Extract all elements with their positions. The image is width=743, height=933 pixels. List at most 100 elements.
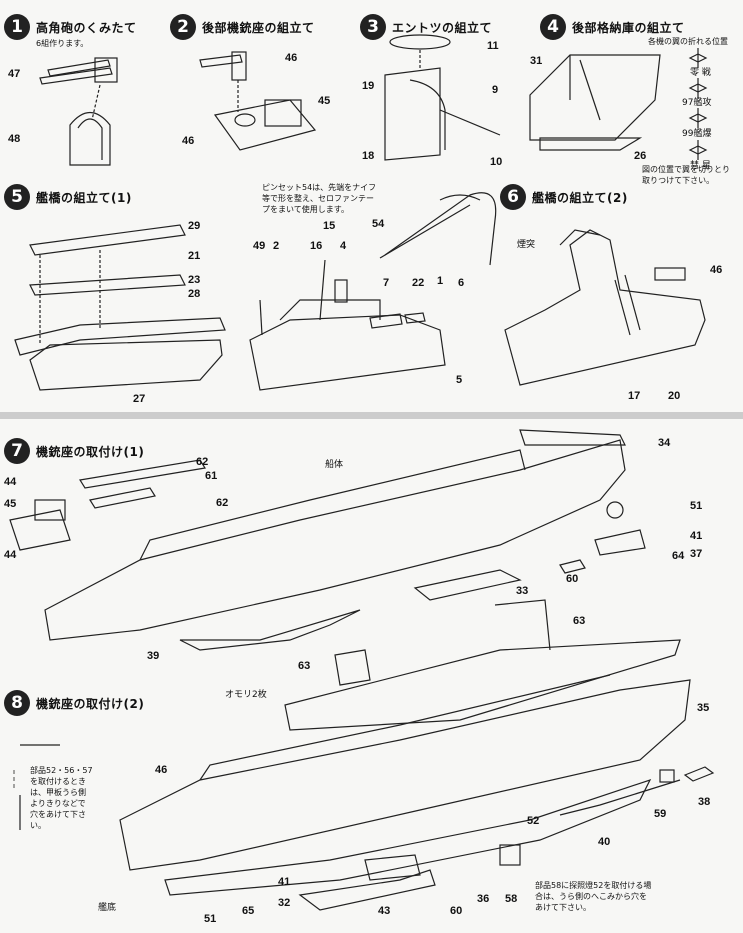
part-number: 35 bbox=[697, 702, 710, 714]
part-number: 44 bbox=[4, 549, 17, 561]
step-title: 機銃座の取付け(2) bbox=[36, 696, 145, 711]
step-number-badge: 7 bbox=[4, 438, 30, 464]
bridge-parts-drawing bbox=[14, 224, 226, 391]
wing-fold-heading: 各機の翼の折れる位置 bbox=[648, 37, 728, 46]
step-number-badge: 4 bbox=[540, 14, 566, 40]
part-number: 18 bbox=[362, 150, 375, 162]
step-title: 艦橋の組立て(1) bbox=[36, 190, 132, 205]
part-number: 2 bbox=[273, 240, 280, 252]
tweezers-hand-drawing bbox=[379, 192, 497, 266]
part-number: 51 bbox=[204, 913, 217, 925]
part-number: 46 bbox=[285, 52, 298, 64]
step-title: 後部機銃座の組立て bbox=[202, 20, 315, 35]
part-number: 37 bbox=[690, 548, 703, 560]
part-number: 51 bbox=[690, 500, 703, 512]
step-title: 艦橋の組立て(2) bbox=[532, 190, 628, 205]
hull-label: 船体 bbox=[325, 460, 344, 470]
step-title: 機銃座の取付け(1) bbox=[36, 444, 145, 459]
hull-drawing bbox=[9, 429, 646, 651]
bottom-label: 艦底 bbox=[98, 903, 117, 913]
part-number: 26 bbox=[634, 150, 647, 162]
part-number: 19 bbox=[362, 80, 375, 92]
part-number: 27 bbox=[133, 393, 146, 405]
step-title: エントツの組立て bbox=[392, 20, 493, 35]
step-number-badge: 1 bbox=[4, 14, 30, 40]
part-number: 58 bbox=[505, 893, 518, 905]
part-number: 1 bbox=[437, 275, 444, 287]
rear-mg-drawing bbox=[199, 51, 317, 151]
part-number: 48 bbox=[8, 133, 21, 145]
funnel-drawing bbox=[384, 34, 501, 161]
plane-label: 99艦爆 bbox=[682, 129, 712, 139]
part-number: 11 bbox=[487, 40, 499, 52]
part-number: 34 bbox=[658, 437, 671, 449]
part-number: 36 bbox=[477, 893, 490, 905]
step-8-header: 8 機銃座の取付け(2) bbox=[4, 690, 144, 716]
step-5-header: 5 艦橋の組立て(1) bbox=[4, 184, 132, 210]
part-number: 46 bbox=[182, 135, 195, 147]
part-number: 64 bbox=[672, 550, 685, 562]
part-number: 40 bbox=[598, 836, 611, 848]
part-number: 41 bbox=[690, 530, 703, 542]
step-number-badge: 3 bbox=[360, 14, 386, 40]
flight-deck-drawing bbox=[19, 599, 715, 911]
part-number: 47 bbox=[8, 68, 21, 80]
part-number: 21 bbox=[188, 250, 201, 262]
aa-gun-drawing bbox=[39, 57, 118, 166]
part-number: 62 bbox=[216, 497, 229, 509]
part-number: 52 bbox=[527, 815, 540, 827]
part-58-note: 部品58に探照燈52を取付ける場 合は、うら側のへこみから穴を あけて下さい。 bbox=[535, 881, 652, 912]
part-number: 17 bbox=[628, 390, 641, 402]
step-2-header: 2 後部機銃座の組立て bbox=[170, 14, 315, 40]
part-number: 62 bbox=[196, 456, 209, 468]
plane-label: 彗 星 bbox=[690, 161, 711, 171]
weights-label: オモリ2枚 bbox=[225, 690, 267, 700]
part-number: 33 bbox=[516, 585, 529, 597]
step-number-badge: 2 bbox=[170, 14, 196, 40]
step-number-badge: 5 bbox=[4, 184, 30, 210]
part-number: 31 bbox=[530, 55, 543, 67]
step-4-header: 4 後部格納庫の組立て bbox=[540, 14, 685, 40]
bridge-complete-drawing bbox=[504, 229, 706, 386]
part-number: 6 bbox=[458, 277, 465, 289]
part-number: 10 bbox=[490, 156, 503, 168]
section-divider bbox=[0, 412, 743, 419]
plane-label: 97艦攻 bbox=[682, 98, 712, 108]
part-number: 63 bbox=[573, 615, 586, 627]
part-number: 4 bbox=[340, 240, 347, 252]
part-number: 54 bbox=[372, 218, 385, 230]
rear-hangar-drawing bbox=[529, 48, 708, 160]
part-number: 15 bbox=[323, 220, 336, 232]
part-number: 9 bbox=[492, 84, 499, 96]
part-number: 43 bbox=[378, 905, 391, 917]
part-number: 65 bbox=[242, 905, 255, 917]
part-52-56-57-note: 部品52・56・57 を取付けるとき は、甲板うら側 よりきりなどで 穴をあけて… bbox=[30, 766, 93, 830]
step-3-header: 3 エントツの組立て bbox=[360, 14, 492, 40]
part-number: 49 bbox=[253, 240, 266, 252]
bridge-assembly-drawing bbox=[249, 259, 446, 391]
funnel-label: 煙突 bbox=[517, 240, 536, 250]
part-number: 23 bbox=[188, 274, 201, 286]
part-number: 28 bbox=[188, 288, 201, 300]
part-number: 32 bbox=[278, 897, 291, 909]
part-number: 45 bbox=[4, 498, 17, 510]
step-7-header: 7 機銃座の取付け(1) bbox=[4, 438, 144, 464]
part-number: 39 bbox=[147, 650, 160, 662]
part-number: 61 bbox=[205, 470, 218, 482]
plane-label: 零 戦 bbox=[690, 68, 711, 78]
part-number: 63 bbox=[298, 660, 311, 672]
part-number: 44 bbox=[4, 476, 17, 488]
tweezers-note: ピンセット54は、先端をナイフ 等で形を整え、セロファンテー プをまいて使用しま… bbox=[262, 183, 377, 214]
step-number-badge: 6 bbox=[500, 184, 526, 210]
part-number: 22 bbox=[412, 277, 425, 289]
part-number: 20 bbox=[668, 390, 681, 402]
part-number: 59 bbox=[654, 808, 667, 820]
part-number: 41 bbox=[278, 876, 291, 888]
part-number: 60 bbox=[450, 905, 463, 917]
step-1-note: 6組作ります。 bbox=[36, 39, 89, 48]
part-number: 46 bbox=[710, 264, 723, 276]
part-number: 38 bbox=[698, 796, 711, 808]
step-6-header: 6 艦橋の組立て(2) bbox=[500, 184, 628, 210]
